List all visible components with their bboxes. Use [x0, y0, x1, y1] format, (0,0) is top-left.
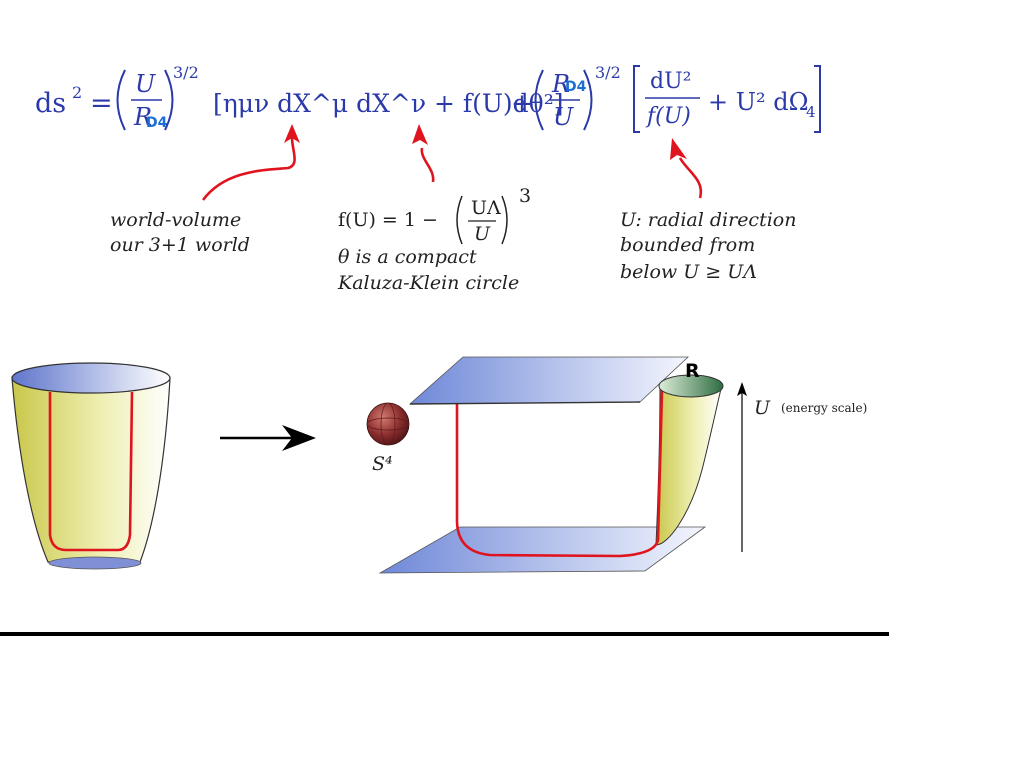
fu-power: 3 [519, 185, 531, 207]
eq-plus: + [511, 89, 533, 119]
radial-line3: below U ≥ UΛ [620, 261, 757, 283]
eq-lhs: ds [35, 88, 66, 119]
eq-equals: = [90, 88, 113, 119]
fu-denominator: U [474, 223, 491, 245]
frac3-numerator: dU² [650, 69, 691, 94]
theta-line1: θ is a compact [338, 246, 477, 268]
brane-diagram: S⁴ R U (energy scale) [366, 356, 867, 574]
worldvolume-line1: world-volume [110, 209, 241, 231]
frac3-denominator: f(U) [645, 104, 691, 129]
bottom-divider [0, 632, 889, 636]
theta-line2: Kaluza-Klein circle [337, 272, 519, 294]
arrow-fu-head [412, 124, 428, 145]
eq-u2-term: + U² dΩ [708, 88, 808, 116]
eq-exponent-2: 3/2 [595, 63, 621, 82]
u-axis-label: U [754, 397, 771, 419]
eq-exponent-1: 3/2 [173, 63, 199, 82]
arrow-worldvolume-head [284, 124, 300, 143]
fu-paren-left [456, 195, 463, 245]
u-axis-note: (energy scale) [781, 401, 867, 415]
top-plane-edge [409, 401, 641, 405]
worldvolume-line2: our 3+1 world [110, 234, 250, 256]
r-label: R [685, 360, 700, 382]
s4-sphere-meridian [380, 402, 396, 446]
top-plane [408, 356, 690, 405]
radial-line2: bounded from [620, 234, 755, 256]
brane-string [455, 389, 664, 558]
u-axis-head [737, 382, 747, 396]
frac1-denominator: R [133, 103, 152, 131]
cup-body [11, 377, 171, 563]
annotation-arrows [201, 124, 703, 201]
cigar-cap [658, 374, 724, 398]
paren-right-2 [583, 69, 593, 131]
eq-lhs-power: 2 [72, 83, 82, 102]
frac2-numerator: R [551, 70, 570, 98]
annotation-texts: world-volume our 3+1 world f(U) = 1 − UΛ… [110, 185, 796, 294]
frac2-denominator: U [553, 103, 574, 131]
frac1-numerator: U [135, 70, 156, 98]
s4-sphere-equator [366, 417, 410, 431]
arrow-fu [420, 147, 435, 183]
cup-string [48, 391, 134, 552]
cup-shape [11, 362, 171, 570]
transition-arrow-head [282, 425, 316, 451]
bracket-left-2 [633, 65, 640, 133]
overlay-d4-b: D4 [565, 79, 587, 95]
paren-left-1 [116, 69, 126, 131]
eq-bracket-term: [ημν dX^μ dX^ν + f(U)dθ²] [213, 89, 564, 118]
paren-right-1 [164, 69, 174, 131]
arrow-radial-head [670, 138, 687, 160]
cup-bottom [48, 556, 142, 570]
eq-u2-subscript: 4 [806, 103, 816, 121]
overlay-d4-a: D4 [146, 115, 168, 131]
fu-numerator: UΛ [471, 197, 501, 219]
s4-sphere [366, 402, 410, 446]
fu-lhs: f(U) = 1 − [338, 209, 438, 231]
sphere-label: S⁴ [372, 453, 393, 475]
fu-paren-right [501, 195, 508, 245]
arrow-worldvolume [201, 137, 296, 201]
radial-line1: U: radial direction [620, 209, 796, 231]
paren-left-2 [534, 69, 544, 131]
arrow-radial [678, 157, 703, 199]
cigar-surface [655, 384, 723, 546]
cup-rim [11, 362, 171, 394]
bracket-right-2 [814, 65, 821, 133]
metric-equation: ds 2 = U R D4 3/2 [ημν dX^μ dX^ν + f(U)d… [35, 63, 821, 133]
